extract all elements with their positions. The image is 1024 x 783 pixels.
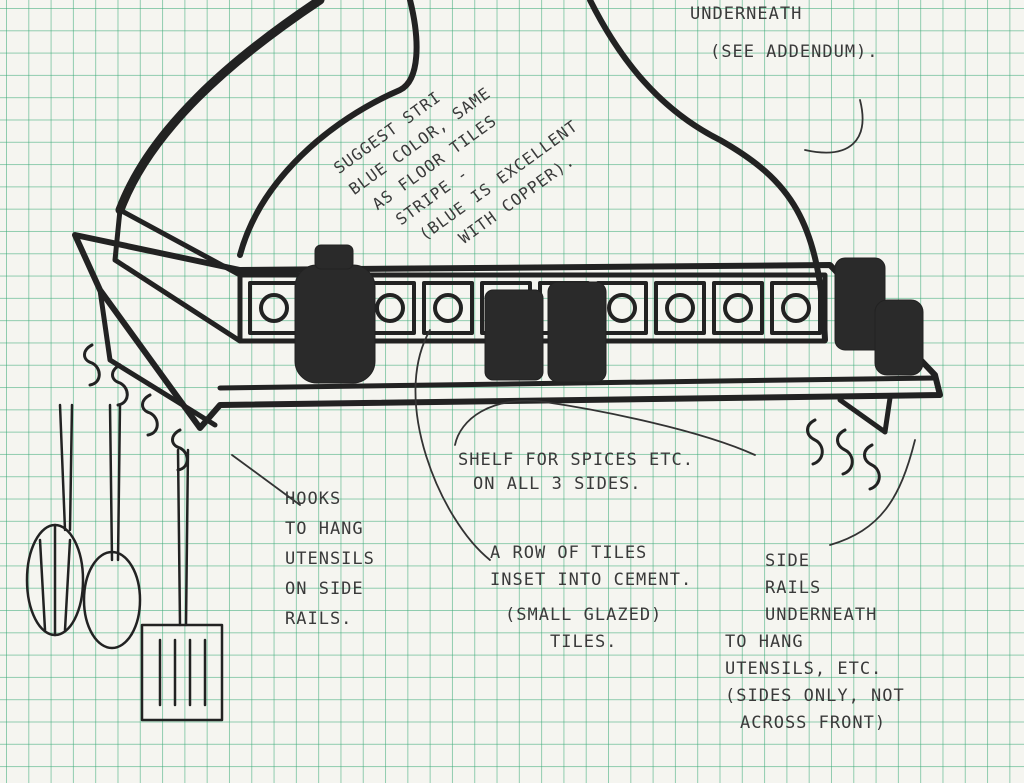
tile-flower-motif [665,293,695,323]
note-line: (SIDES ONLY, NOT [725,686,905,706]
tile-flower-motif [723,293,753,323]
note-shelf: SHELF FOR SPICES ETC. ON ALL 3 SIDES. [458,448,694,496]
note-line: HOOKS [285,489,342,509]
hook [171,428,189,472]
note-line: RAILS [765,578,822,598]
spatula-handle [176,448,190,627]
side-tile-row [112,207,243,344]
jar [294,264,376,384]
spoon-icon [82,550,142,650]
note-side-rails: SIDE RAILS UNDERNEATH TO HANG UTENSILS, … [725,548,905,737]
tile-flower-motif [433,293,463,323]
bottle [874,299,924,376]
jar [484,289,544,381]
note-line: (SMALL GLAZED) [505,605,663,625]
tile-flower-motif [781,293,811,323]
note-hooks: HOOKS TO HANG UTENSILS ON SIDE RAILS. [285,484,375,634]
hook [836,428,854,476]
note-line: TO HANG [725,632,804,652]
tile [712,281,764,335]
note-line: SIDE [765,551,810,571]
jar [547,281,607,383]
note-line: INSET INTO CEMENT. [490,570,693,590]
side-rail-right [837,395,893,435]
tile-flower-motif [375,293,405,323]
tile-flower-motif [259,293,289,323]
whisk-handle [58,403,74,532]
hook [806,418,824,466]
note-line: SHELF FOR SPICES ETC. [458,450,694,470]
hook [111,363,129,407]
hood-inner-curve [237,0,420,258]
note-line: TO HANG [285,519,364,539]
utensils [25,403,224,722]
tile [654,281,706,335]
shelf-front-edge [217,375,938,391]
hooks [83,343,881,491]
spatula-icon [140,623,224,722]
jar-lid [314,244,354,270]
note-line: TILES. [550,632,618,652]
note-line: RAILS. [285,609,353,629]
note-tiles: A ROW OF TILES INSET INTO CEMENT. (SMALL… [490,540,692,656]
note-line: ON ALL 3 SIDES. [473,474,642,494]
tile-flower-motif [607,293,637,323]
note-line: UNDERNEATH [765,605,878,625]
note-line: UTENSILS, ETC. [725,659,883,679]
note-line: ON SIDE [285,579,364,599]
note-line: UNDERNEATH [690,4,803,24]
tile [422,281,474,335]
hood-right-curve [587,0,828,343]
tile [248,281,300,335]
note-addendum: UNDERNEATH (SEE ADDENDUM). [690,2,879,64]
note-line: UTENSILS [285,549,375,569]
leader-lines [231,99,916,561]
tile [770,281,822,335]
side-rail [97,287,218,428]
note-line: A ROW OF TILES [490,543,648,563]
shelf-top [72,232,943,431]
hook [863,443,881,491]
hood-left-curve [115,0,325,215]
hook [141,393,159,437]
ladle-handle [108,403,122,562]
note-line: (SEE ADDENDUM). [710,42,879,62]
note-line: ACROSS FRONT) [740,713,887,733]
hook [83,343,101,387]
